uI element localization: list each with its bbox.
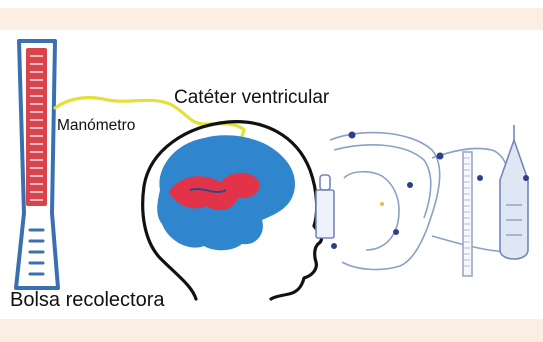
collection-bag-label: Bolsa recolectora (10, 290, 165, 310)
manometer-label: Manómetro (57, 118, 135, 134)
drainage-system (316, 125, 528, 276)
ventricular-catheter-label: Catéter ventricular (174, 88, 329, 107)
manometer-ruler (16, 41, 58, 288)
